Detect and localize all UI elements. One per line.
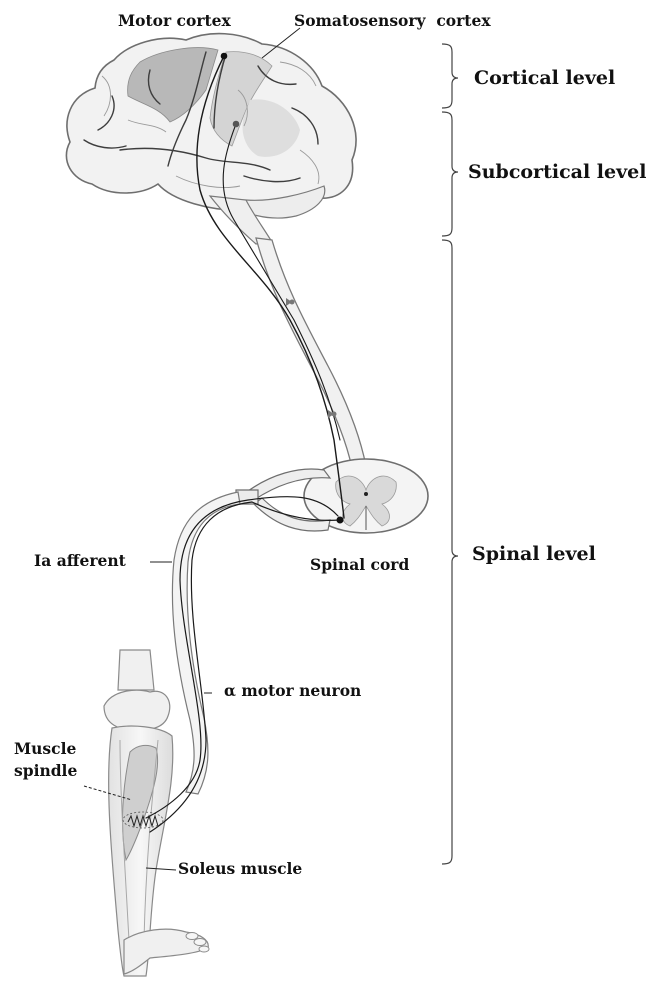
subcortical-bracket	[442, 112, 458, 236]
motor-cortex-label: Motor cortex	[118, 12, 231, 29]
spinal-level-label: Spinal level	[472, 544, 596, 565]
muscle-spindle-label-line2: spindle	[14, 762, 77, 779]
ia-afferent-path	[146, 497, 338, 818]
level-brackets	[442, 44, 458, 864]
subcortical-level-label: Subcortical level	[468, 162, 646, 183]
alpha-motor-neuron-label: α motor neuron	[224, 682, 361, 699]
cortical-level-label: Cortical level	[474, 68, 615, 89]
spinal-cord-section	[236, 459, 428, 533]
brain	[66, 34, 356, 244]
muscle-spindle-label-line1: Muscle	[14, 740, 76, 757]
spinal-tract-tube	[256, 238, 366, 468]
spinal-cord-label: Spinal cord	[310, 556, 409, 573]
soleus-muscle-label: Soleus muscle	[178, 860, 302, 877]
knee-joint	[104, 690, 170, 729]
femur	[118, 650, 154, 690]
cortical-bracket	[442, 44, 458, 108]
spinal-bracket	[442, 240, 458, 864]
ia-afferent-label: Ia afferent	[34, 552, 126, 569]
somatosensory-cortex-label: Somatosensory cortex	[294, 12, 491, 29]
